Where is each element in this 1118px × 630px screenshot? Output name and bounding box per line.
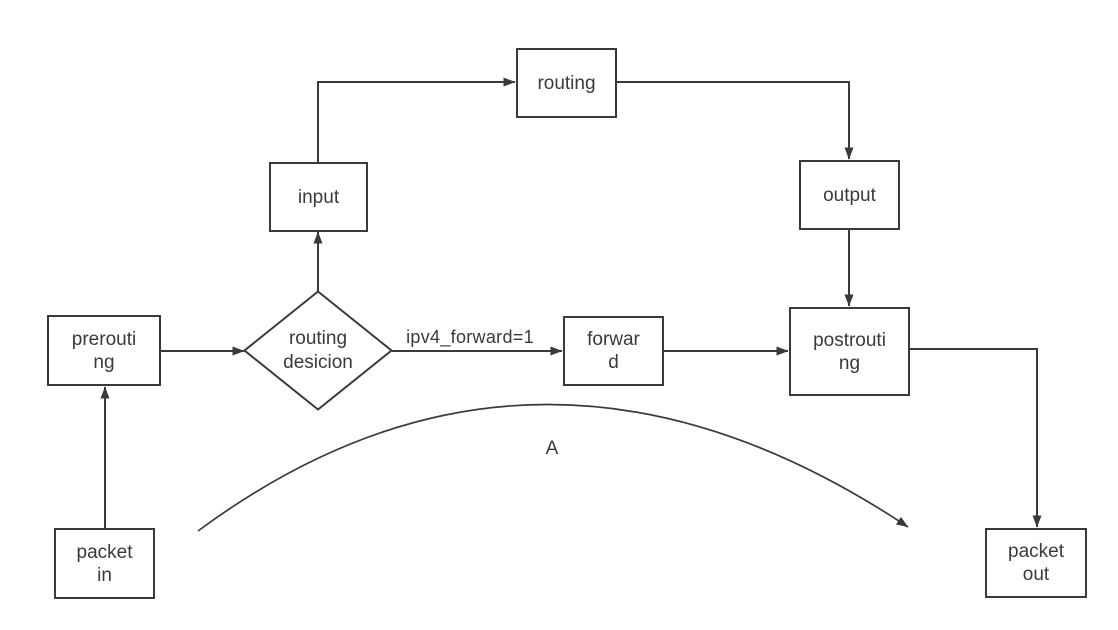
node-routing: routing (516, 48, 617, 118)
edge-postrouting-packetout (910, 348, 1042, 528)
node-output-label: output (823, 184, 876, 206)
edge-label-ipv4-forward: ipv4_forward=1 (406, 327, 534, 347)
node-postrouting: postrouti ng (789, 307, 910, 396)
node-postrouting-label-line1: postrouti (813, 329, 886, 351)
node-prerouting: prerouti ng (47, 315, 161, 386)
node-input-label: input (297, 186, 340, 208)
node-packet-in-label-line1: packet (76, 541, 133, 563)
node-routing-decision-shape (242, 290, 394, 411)
edge-arc-a (197, 403, 909, 532)
node-postrouting-label-line2: ng (838, 352, 861, 374)
node-routing-label: routing (537, 72, 596, 94)
node-prerouting-label-line1: prerouti (71, 328, 137, 350)
node-output: output (799, 160, 900, 230)
node-packet-out-label-line2: out (1022, 564, 1050, 585)
node-packet-out: packet out (985, 528, 1087, 598)
node-input: input (269, 162, 368, 232)
node-forward-label-line2: d (608, 352, 619, 373)
node-packet-in-label-line2: in (97, 564, 112, 586)
edge-routing-output (617, 81, 854, 160)
node-packet-in: packet in (54, 528, 155, 599)
edge-label-a: A (545, 438, 559, 459)
node-packet-out-label-line1: packet (1008, 541, 1064, 562)
edge-input-routing (317, 77, 516, 162)
node-prerouting-label-line2: ng (93, 351, 115, 373)
node-forward-label-line1: forwar (587, 329, 640, 350)
node-forward: forwar d (563, 316, 664, 386)
